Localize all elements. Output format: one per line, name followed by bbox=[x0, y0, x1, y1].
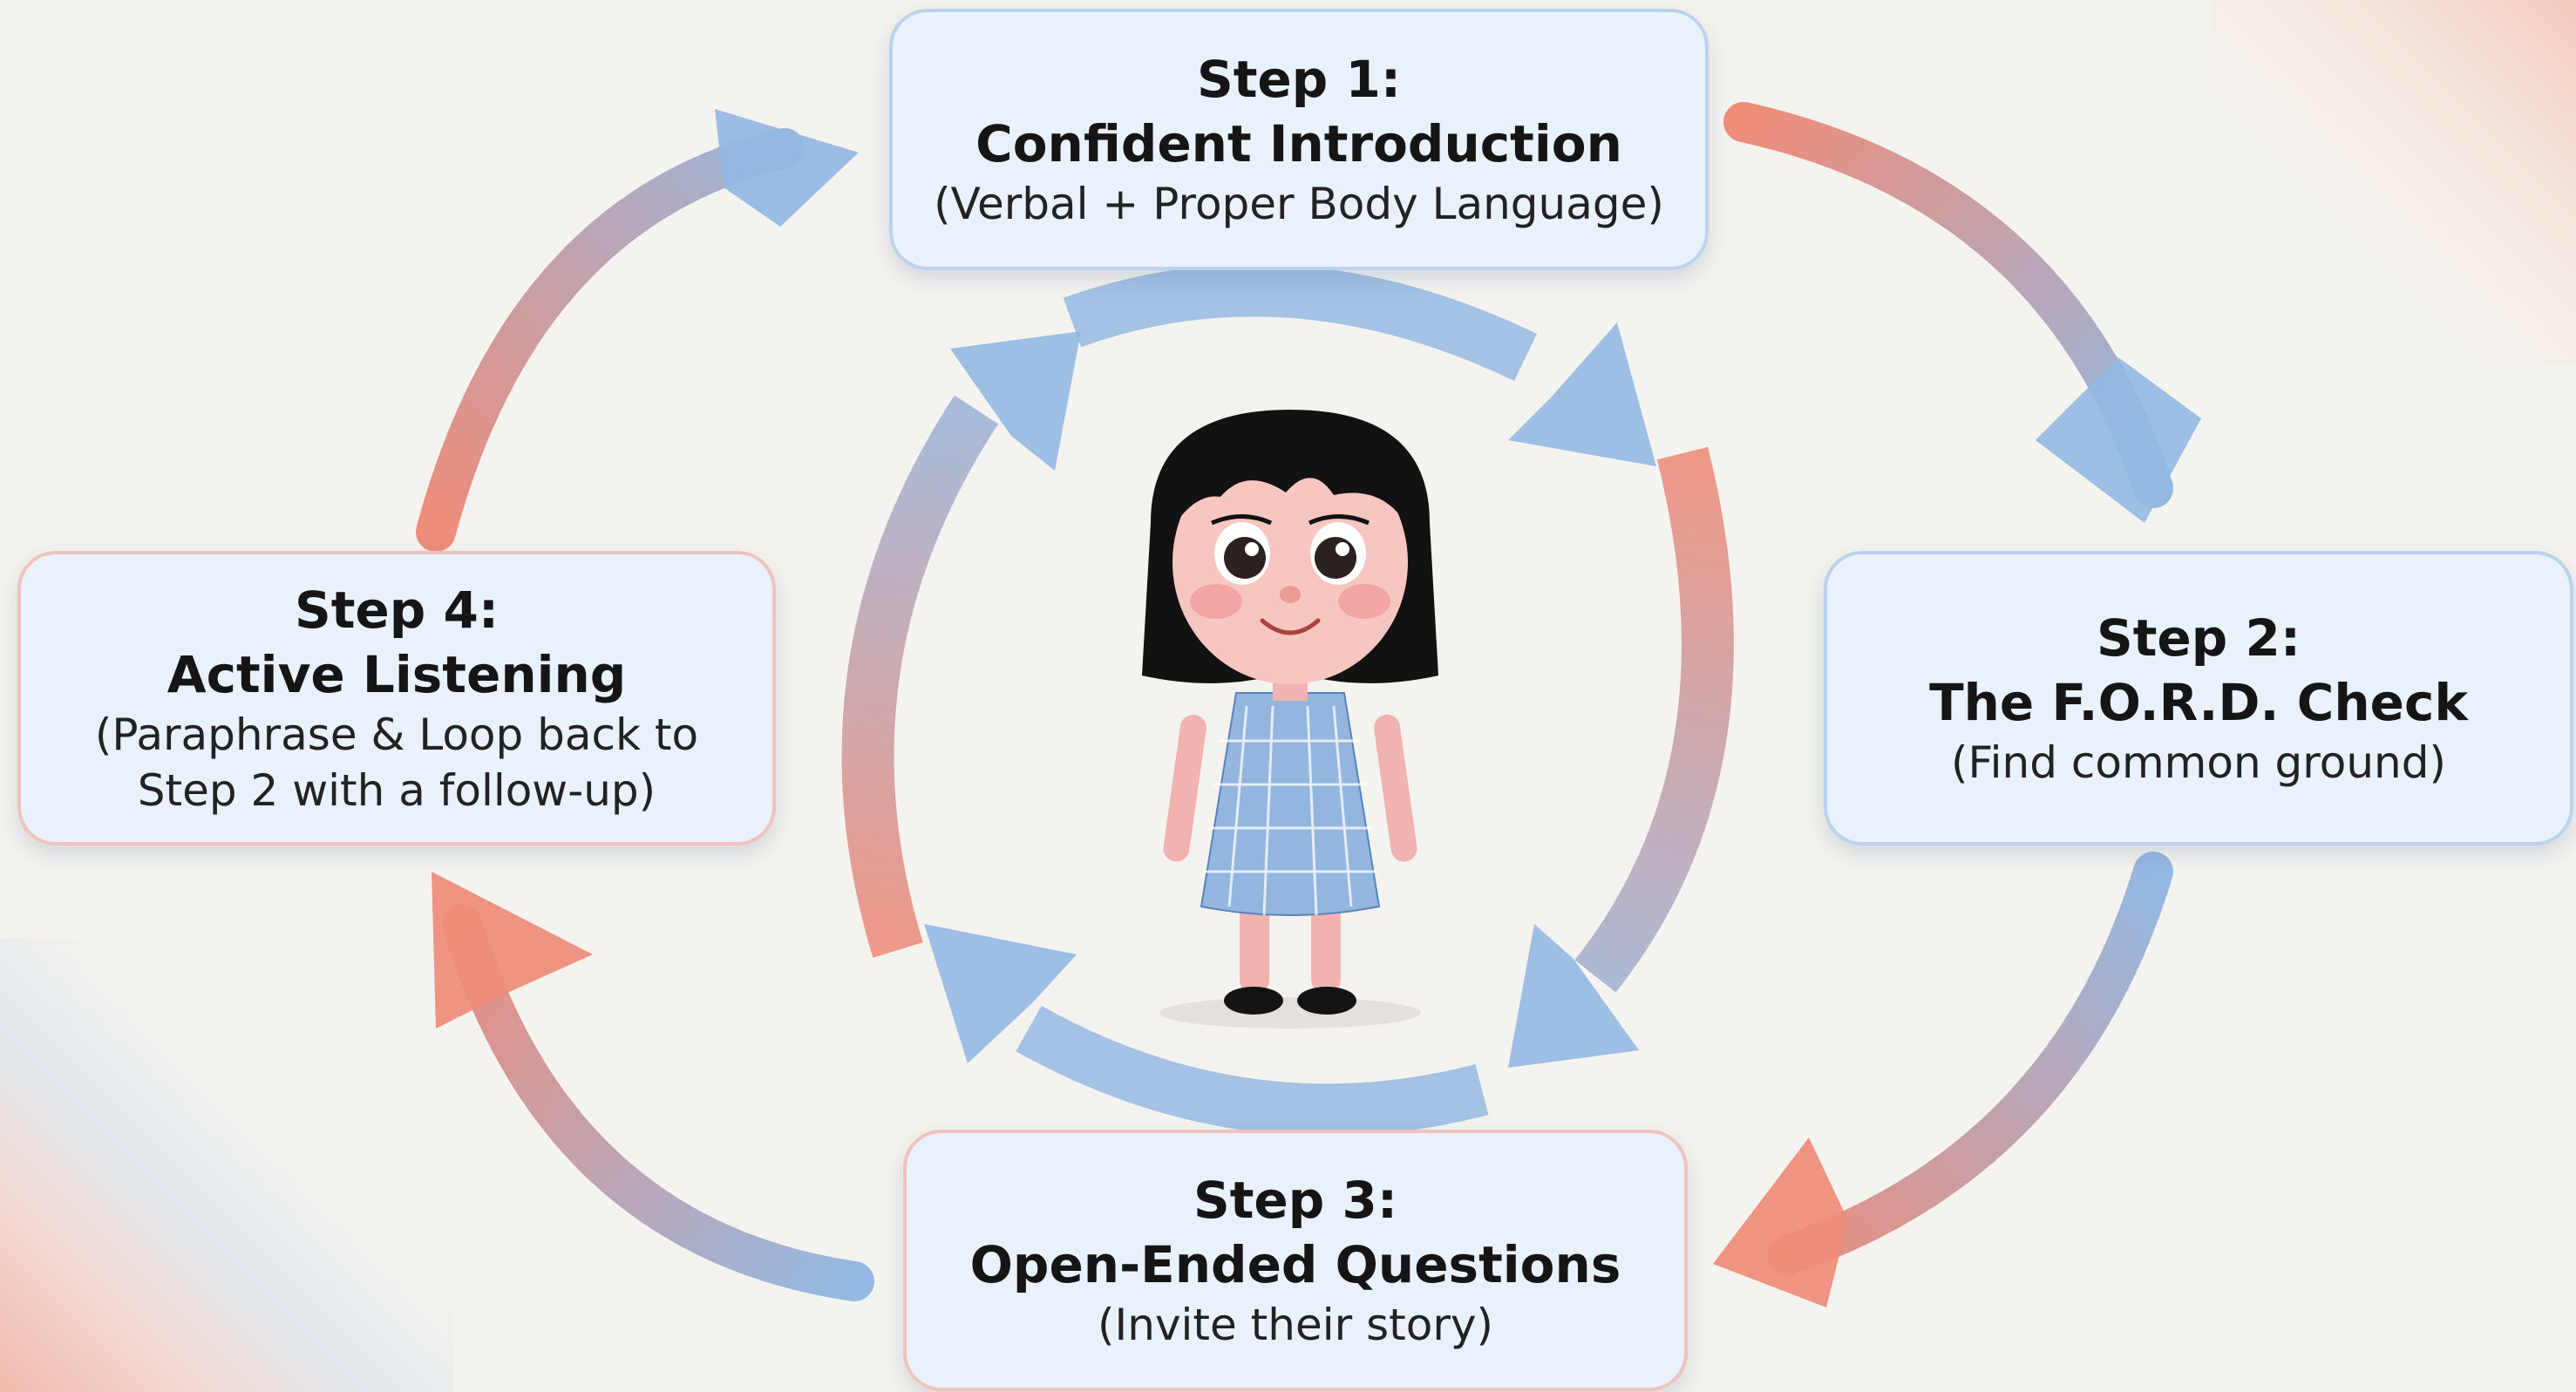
corner-gradient-top-right bbox=[2210, 0, 2576, 366]
step-1-title: Confident Introduction bbox=[975, 114, 1622, 173]
dress-pattern bbox=[1203, 705, 1377, 916]
step-4-label: Step 4: bbox=[294, 581, 500, 640]
face bbox=[1172, 440, 1408, 684]
arrow-step3-to-step4 bbox=[432, 872, 874, 1301]
step-2-subtitle: (Find common ground) bbox=[1951, 737, 2446, 788]
step-4-box: Step 4: Active Listening (Paraphrase & L… bbox=[17, 551, 776, 845]
right-shoe bbox=[1297, 987, 1356, 1015]
step-4-subtitle-line-2: Step 2 with a follow-up) bbox=[137, 765, 656, 816]
right-cheek bbox=[1338, 584, 1390, 619]
arrow-step1-to-step2 bbox=[1723, 102, 2201, 523]
step-2-label: Step 2: bbox=[2096, 608, 2301, 668]
inner-arrow-bottom bbox=[924, 924, 1489, 1137]
step-3-subtitle: (Invite their story) bbox=[1098, 1300, 1493, 1350]
step-3-title: Open-Ended Questions bbox=[969, 1235, 1621, 1294]
right-arm bbox=[1374, 714, 1417, 862]
step-1-box: Step 1: Confident Introduction (Verbal +… bbox=[889, 9, 1709, 270]
nose bbox=[1280, 586, 1301, 603]
step-4-title: Active Listening bbox=[167, 645, 627, 704]
step-3-box: Step 3: Open-Ended Questions (Invite the… bbox=[903, 1130, 1688, 1391]
left-shoe bbox=[1224, 987, 1283, 1015]
girl-character-illustration bbox=[1142, 410, 1438, 1029]
step-2-box: Step 2: The F.O.R.D. Check (Find common … bbox=[1824, 551, 2573, 845]
ground-shadow bbox=[1159, 997, 1421, 1029]
step-4-subtitle-line-1: (Paraphrase & Loop back to bbox=[94, 710, 699, 760]
step-1-subtitle: (Verbal + Proper Body Language) bbox=[934, 179, 1664, 229]
inner-arrow-right bbox=[1508, 446, 1734, 1068]
corner-gradient-bottom-left bbox=[0, 939, 453, 1392]
mouth bbox=[1260, 618, 1321, 635]
step-2-title: The F.O.R.D. Check bbox=[1929, 673, 2468, 732]
left-cheek bbox=[1190, 584, 1242, 619]
inner-arrow-left bbox=[841, 331, 1081, 958]
step-3-label: Step 3: bbox=[1193, 1171, 1398, 1230]
arrow-step2-to-step3 bbox=[1713, 852, 2173, 1307]
dress bbox=[1201, 693, 1379, 915]
step-1-label: Step 1: bbox=[1196, 50, 1402, 109]
inner-arrow-top bbox=[1063, 264, 1656, 466]
arrow-step4-to-step1 bbox=[416, 109, 859, 552]
left-arm bbox=[1163, 714, 1206, 862]
